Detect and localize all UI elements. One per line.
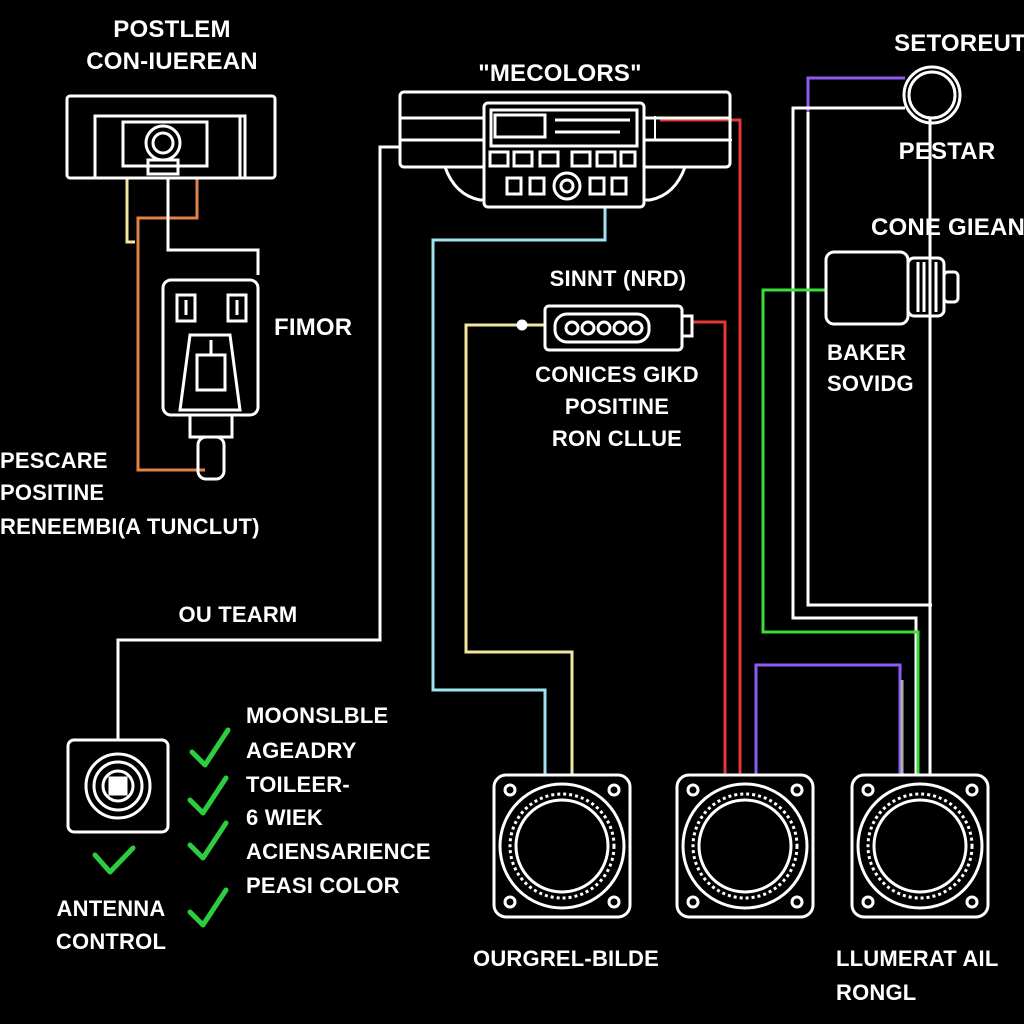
top-left-unit bbox=[65, 94, 277, 180]
checklist-item: 6 WIEK bbox=[246, 805, 323, 830]
label-positine-center: POSITINE bbox=[564, 394, 670, 419]
label-antenna: ANTENNA bbox=[56, 896, 166, 921]
speaker-2 bbox=[675, 773, 815, 919]
label-ron-cllue: RON CLLUE bbox=[551, 426, 683, 451]
wire-purple-speaker bbox=[754, 663, 902, 775]
wire-yellow-speaker1 bbox=[464, 323, 574, 775]
label-pescare: PESCARE bbox=[0, 448, 108, 473]
label-sinnt: SINNT (NRD) bbox=[549, 266, 687, 291]
head-unit bbox=[398, 90, 732, 209]
wire-white-right-3 bbox=[806, 112, 932, 607]
sinnt-connector bbox=[516, 304, 694, 352]
antenna-connector bbox=[66, 738, 170, 834]
checklist-item: ACIENSARIENCE bbox=[246, 839, 431, 864]
label-control: CONTROL bbox=[55, 929, 167, 954]
label-ourgrel-bilde: OURGREL-BILDE bbox=[473, 946, 659, 971]
speaker-1 bbox=[492, 773, 632, 919]
checklist-item: AGEADRY bbox=[246, 738, 357, 763]
label-reneembi: RENEEMBI(A TUNCLUT) bbox=[0, 514, 260, 539]
checklist-item: MOONSLBLE bbox=[246, 703, 389, 728]
setoreut-ring bbox=[902, 65, 962, 125]
check-icon bbox=[189, 727, 231, 768]
check-icon bbox=[187, 775, 229, 816]
label-llumerat-ail: LLUMERAT AIL bbox=[836, 946, 999, 971]
label-rongl: RONGL bbox=[836, 980, 917, 1005]
cone-giean-connector bbox=[824, 250, 960, 326]
label-con-iuerean: CON-IUEREAN bbox=[86, 48, 258, 75]
ring-icon bbox=[902, 65, 962, 125]
label-conices-gikd: CONICES GIKD bbox=[535, 362, 699, 387]
checkmarks bbox=[92, 727, 231, 928]
wire-white-antenna bbox=[116, 145, 400, 740]
speaker-3 bbox=[850, 773, 990, 919]
wire-orange-top-left bbox=[136, 178, 205, 472]
check-icon bbox=[187, 820, 229, 861]
label-postlem: POSTLEM bbox=[113, 16, 231, 43]
wire-yellow-top-left bbox=[125, 178, 135, 244]
checklist-item: TOILEER- bbox=[246, 772, 350, 797]
check-icon bbox=[92, 845, 136, 875]
fimor-device bbox=[161, 252, 260, 481]
wire-red-speaker2-a bbox=[660, 118, 742, 775]
antenna-jack-icon bbox=[84, 752, 152, 820]
wire-white-right-1 bbox=[791, 106, 918, 775]
label-sovidg: SOVIDG bbox=[827, 371, 914, 396]
wire-red-speaker2-b bbox=[692, 320, 727, 775]
label-baker: BAKER bbox=[827, 340, 907, 365]
label-positine-left: POSITINE bbox=[0, 480, 105, 505]
label-fimor: FIMOR bbox=[274, 314, 353, 341]
label-cone-giean: CONE GIEAN bbox=[870, 214, 1024, 241]
checklist-item: PEASI COLOR bbox=[246, 873, 400, 898]
wire-green bbox=[761, 288, 920, 775]
volume-knob-icon bbox=[552, 171, 582, 201]
label-ou-team: OU TEARM bbox=[178, 602, 298, 627]
label-pestar: PESTAR bbox=[898, 138, 996, 165]
diagram-title: "MECOLORS" bbox=[478, 60, 642, 87]
wire-cyan-speaker1 bbox=[431, 208, 607, 775]
wire-purple-top-right bbox=[806, 76, 905, 112]
wires bbox=[116, 76, 932, 775]
label-setoreut: SETOREUT bbox=[894, 30, 1024, 57]
check-icon bbox=[187, 887, 229, 928]
